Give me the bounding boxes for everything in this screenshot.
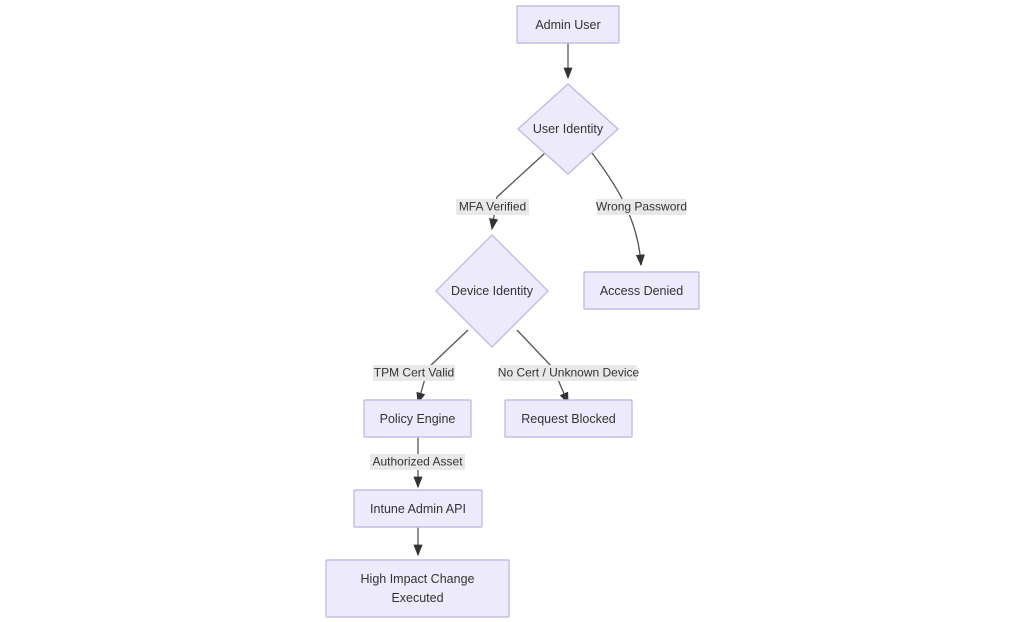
node-intune-admin-api-label: Intune Admin API <box>370 502 466 516</box>
node-high-impact-change-label-line1: High Impact Change <box>361 572 475 586</box>
node-intune-admin-api-shape <box>353 489 483 528</box>
edge-label-tpm-cert-valid: TPM Cert Valid <box>373 365 455 381</box>
edge-label-wrong-password-bg <box>597 199 686 215</box>
edge-label-no-cert-unknown-device-bg <box>500 365 637 381</box>
node-request-blocked-label: Request Blocked <box>521 412 616 426</box>
node-high-impact-change-shape <box>325 559 510 618</box>
edge-label-tpm-cert-valid-bg <box>373 365 455 381</box>
edge-label-no-cert-unknown-device: No Cert / Unknown Device <box>498 365 640 381</box>
node-admin-user[interactable]: Admin User <box>516 5 620 44</box>
node-device-identity-shape <box>435 234 549 348</box>
node-access-denied[interactable]: Access Denied <box>583 271 700 310</box>
node-policy-engine-label: Policy Engine <box>380 412 456 426</box>
edge-user-identity-to-device-identity <box>489 152 546 231</box>
node-admin-user-shape <box>516 5 620 44</box>
node-user-identity[interactable]: User Identity <box>516 83 620 175</box>
node-request-blocked[interactable]: Request Blocked <box>504 399 633 438</box>
node-policy-engine[interactable]: Policy Engine <box>363 399 472 438</box>
node-device-identity-label: Device Identity <box>451 284 534 298</box>
node-intune-admin-api[interactable]: Intune Admin API <box>353 489 483 528</box>
edge-label-wrong-password-text: Wrong Password <box>596 200 687 214</box>
node-access-denied-label: Access Denied <box>600 284 683 298</box>
edge-label-authorized-asset: Authorized Asset <box>370 454 465 470</box>
edge-label-wrong-password: Wrong Password <box>596 199 687 215</box>
edge-label-mfa-verified-bg <box>456 199 529 215</box>
edge-label-tpm-cert-valid-text: TPM Cert Valid <box>374 366 454 380</box>
node-admin-user-label: Admin User <box>535 18 600 32</box>
node-policy-engine-shape <box>363 399 472 438</box>
edge-label-mfa-verified: MFA Verified <box>456 199 529 215</box>
edge-label-authorized-asset-text: Authorized Asset <box>372 455 463 469</box>
node-device-identity[interactable]: Device Identity <box>435 234 549 348</box>
node-request-blocked-shape <box>504 399 633 438</box>
edge-label-no-cert-unknown-device-text: No Cert / Unknown Device <box>498 366 640 380</box>
node-user-identity-label: User Identity <box>533 122 604 136</box>
node-access-denied-shape <box>583 271 700 310</box>
node-high-impact-change[interactable]: High Impact Change Executed <box>325 559 510 618</box>
edge-label-authorized-asset-bg <box>370 454 465 470</box>
edge-label-mfa-verified-text: MFA Verified <box>459 200 526 214</box>
node-high-impact-change-label-line2: Executed <box>391 591 443 605</box>
node-user-identity-shape <box>516 83 620 175</box>
